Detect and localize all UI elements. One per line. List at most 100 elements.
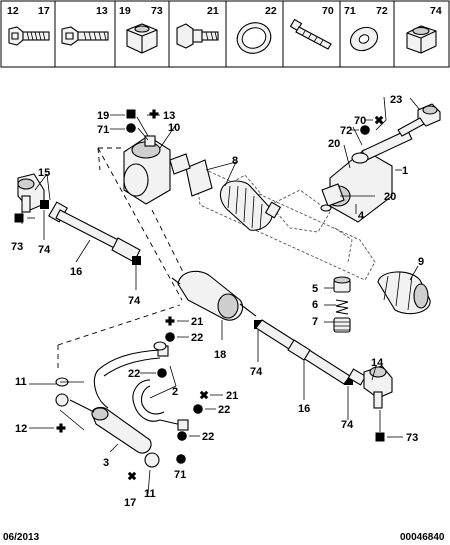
ring-seal-icon bbox=[236, 22, 272, 54]
screw-70[interactable] bbox=[397, 117, 425, 137]
strip-ref: 73 bbox=[151, 5, 163, 17]
cross-marker bbox=[372, 113, 386, 127]
callout-73: 73 bbox=[406, 432, 418, 444]
callout-19: 19 bbox=[97, 110, 109, 122]
callout-16: 16 bbox=[70, 266, 82, 278]
callout-22: 22 bbox=[128, 368, 140, 380]
circle-marker bbox=[193, 404, 203, 414]
lock-nut-74-a[interactable] bbox=[40, 200, 49, 209]
callout-74: 74 bbox=[128, 295, 141, 307]
steering-rack-assembly bbox=[17, 103, 441, 468]
callout-72: 72 bbox=[340, 125, 352, 137]
strip-ref: 12 bbox=[7, 5, 19, 17]
callout-3: 3 bbox=[103, 457, 109, 469]
square-marker bbox=[375, 432, 385, 442]
callout-20: 20 bbox=[328, 138, 340, 150]
cross-marker bbox=[125, 469, 139, 483]
callout-21: 21 bbox=[226, 390, 238, 402]
bolt-icon bbox=[61, 26, 109, 46]
callout-11: 11 bbox=[144, 488, 156, 500]
tie-rod-16-right[interactable] bbox=[255, 319, 367, 386]
strip-ref: 71 bbox=[344, 5, 356, 17]
strip-ref: 70 bbox=[322, 5, 334, 17]
strip-ref: 74 bbox=[430, 5, 442, 17]
callout-labels: 19 13 10 71 70 72 23 20 1 20 4 8 15 73 7… bbox=[11, 94, 424, 509]
leader-lines bbox=[21, 96, 421, 495]
ball-joint-15[interactable] bbox=[17, 173, 45, 213]
square-marker bbox=[14, 213, 24, 223]
callout-2: 2 bbox=[172, 386, 178, 398]
strip-cell-74[interactable] bbox=[393, 0, 450, 68]
square-marker bbox=[126, 109, 136, 119]
power-cylinder-18[interactable] bbox=[171, 270, 257, 321]
ball-joint-14[interactable] bbox=[363, 365, 393, 409]
pinion-support-10[interactable] bbox=[123, 135, 191, 205]
strip-ref: 17 bbox=[38, 5, 50, 17]
hydraulic-pipe-2[interactable] bbox=[93, 345, 189, 431]
callout-21: 21 bbox=[191, 316, 203, 328]
callout-22: 22 bbox=[191, 332, 203, 344]
callout-74: 74 bbox=[341, 419, 354, 431]
callout-22: 22 bbox=[218, 404, 230, 416]
callout-12: 12 bbox=[15, 423, 27, 435]
rack-bellows[interactable] bbox=[185, 159, 282, 231]
callout-74: 74 bbox=[250, 366, 263, 378]
callout-16: 16 bbox=[298, 403, 310, 415]
adjuster-7[interactable] bbox=[333, 317, 351, 333]
screw-icon bbox=[8, 26, 50, 46]
circle-marker bbox=[176, 454, 186, 464]
callout-73: 73 bbox=[11, 241, 23, 253]
strip-ref: 21 bbox=[207, 5, 219, 17]
callout-71: 71 bbox=[174, 469, 186, 481]
plus-marker bbox=[149, 109, 159, 119]
plus-marker bbox=[56, 423, 66, 433]
callout-1: 1 bbox=[402, 165, 408, 177]
callout-6: 6 bbox=[312, 299, 318, 311]
shoulder-bolt-icon bbox=[176, 23, 219, 49]
nut-icon bbox=[126, 23, 158, 54]
callout-20: 20 bbox=[384, 191, 396, 203]
callout-10: 10 bbox=[168, 122, 180, 134]
callout-4: 4 bbox=[358, 210, 365, 222]
cylinder-3[interactable] bbox=[55, 341, 167, 468]
spring-6[interactable] bbox=[335, 299, 349, 315]
footer-date: 06/2013 bbox=[3, 532, 40, 543]
callout-8: 8 bbox=[232, 155, 238, 167]
strip-ref: 19 bbox=[119, 5, 131, 17]
callout-15: 15 bbox=[38, 167, 50, 179]
callout-11: 11 bbox=[15, 376, 27, 388]
callout-22: 22 bbox=[202, 431, 214, 443]
lock-nut-icon bbox=[406, 25, 437, 54]
strip-ref: 22 bbox=[265, 5, 277, 17]
tie-rod-16-left[interactable] bbox=[48, 201, 141, 263]
plunger-5[interactable] bbox=[333, 276, 351, 293]
lock-nut-74-d[interactable] bbox=[344, 376, 353, 385]
circle-marker bbox=[177, 431, 187, 441]
strip-ref: 13 bbox=[96, 5, 108, 17]
plus-marker bbox=[165, 316, 175, 326]
callout-74: 74 bbox=[38, 244, 51, 256]
callout-14: 14 bbox=[371, 357, 384, 369]
callout-70: 70 bbox=[354, 115, 366, 127]
cap-23[interactable] bbox=[417, 103, 441, 127]
callout-13: 13 bbox=[163, 110, 175, 122]
strip-ref: 72 bbox=[376, 5, 388, 17]
circle-marker bbox=[157, 368, 167, 378]
callout-5: 5 bbox=[312, 283, 318, 295]
circle-marker bbox=[165, 332, 175, 342]
callout-9: 9 bbox=[418, 256, 424, 268]
callout-7: 7 bbox=[312, 316, 318, 328]
parts-strip: 12 17 13 19 73 21 22 70 71 72 74 bbox=[0, 0, 450, 68]
cross-marker bbox=[197, 388, 211, 402]
marker-dashes bbox=[27, 114, 403, 438]
lock-nut-74-b[interactable] bbox=[132, 256, 141, 265]
washer-icon bbox=[349, 26, 379, 52]
footer-code: 00046840 bbox=[400, 532, 445, 543]
long-screw-icon bbox=[289, 18, 332, 50]
callout-23: 23 bbox=[390, 94, 402, 106]
bellows-9[interactable] bbox=[377, 271, 431, 315]
pinion-valve-1[interactable] bbox=[320, 129, 413, 223]
callout-17: 17 bbox=[124, 497, 136, 509]
callout-18: 18 bbox=[214, 349, 226, 361]
